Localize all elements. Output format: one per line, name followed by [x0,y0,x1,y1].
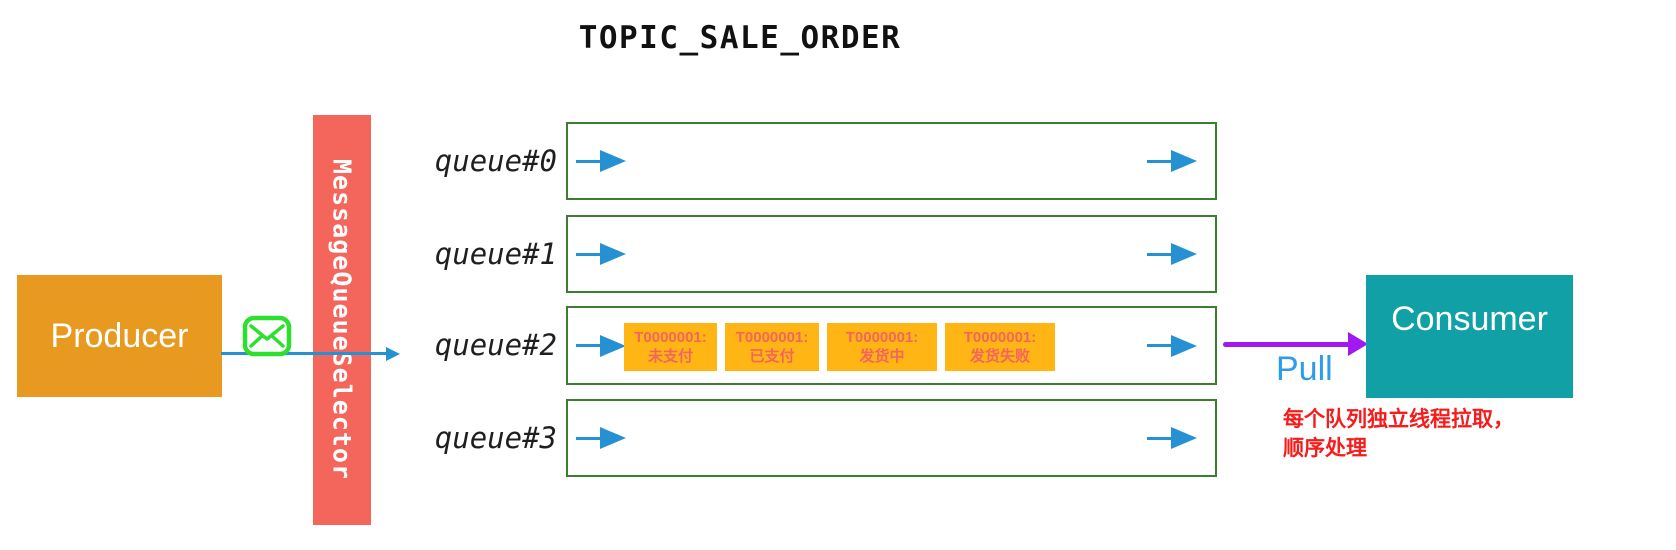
message-id: T0000001: [963,329,1037,346]
queue1-exit-arrow-icon [1147,243,1197,265]
queue2-message-strip: T0000001: 未支付 T0000001: 已支付 T0000001: 发货… [624,323,1055,371]
pull-arrow [1223,342,1352,347]
message-status: 未支付 [647,348,693,365]
message-status: 发货中 [859,348,905,365]
message-card: T0000001: 发货失败 [945,323,1055,371]
producer-label: Producer [50,316,189,355]
queue3-label: queue#3 [434,421,557,455]
message-id: T0000001: [634,329,707,346]
envelope-icon [241,313,293,364]
topic-title: TOPIC_SALE_ORDER [578,20,902,56]
consumer-label: Consumer [1391,300,1548,338]
message-card: T0000001: 发货中 [827,323,937,371]
consumer-note-line1: 每个队列独立线程拉取， [1283,408,1514,431]
queue3-box [566,399,1217,477]
message-status: 已支付 [749,348,795,365]
producer-arrowhead-icon [386,347,400,361]
queue1-label: queue#1 [434,237,557,271]
producer-node: Producer [17,275,222,397]
queue2-exit-arrow-icon [1147,334,1197,357]
producer-to-queue-arrow [221,352,386,355]
queue2-label: queue#2 [434,328,557,362]
queue0-entry-arrow-icon [576,150,626,172]
queue0-label: queue#0 [434,144,557,178]
message-id: T0000001: [735,329,809,346]
queue1-entry-arrow-icon [576,243,626,265]
message-status: 发货失败 [969,348,1030,365]
queue3-entry-arrow-icon [576,427,626,449]
consumer-note: 每个队列独立线程拉取， 顺序处理 [1283,405,1514,463]
consumer-note-line2: 顺序处理 [1283,437,1367,460]
queue3-exit-arrow-icon [1147,427,1197,449]
consumer-node: Consumer [1366,275,1573,398]
queue1-box [566,215,1217,293]
message-queue-selector-label: MessageQueueSelector [327,159,357,481]
queue2-box: T0000001: 未支付 T0000001: 已支付 T0000001: 发货… [566,306,1217,385]
queue2-entry-arrow-icon [576,334,626,357]
message-card: T0000001: 已支付 [725,323,819,371]
queue0-exit-arrow-icon [1147,150,1197,172]
pull-arrowhead-icon [1348,332,1368,356]
message-queue-selector-node: MessageQueueSelector [313,115,371,525]
message-id: T0000001: [845,329,919,346]
message-card: T0000001: 未支付 [624,323,717,371]
queue0-box [566,122,1217,200]
pull-label: Pull [1276,350,1333,388]
